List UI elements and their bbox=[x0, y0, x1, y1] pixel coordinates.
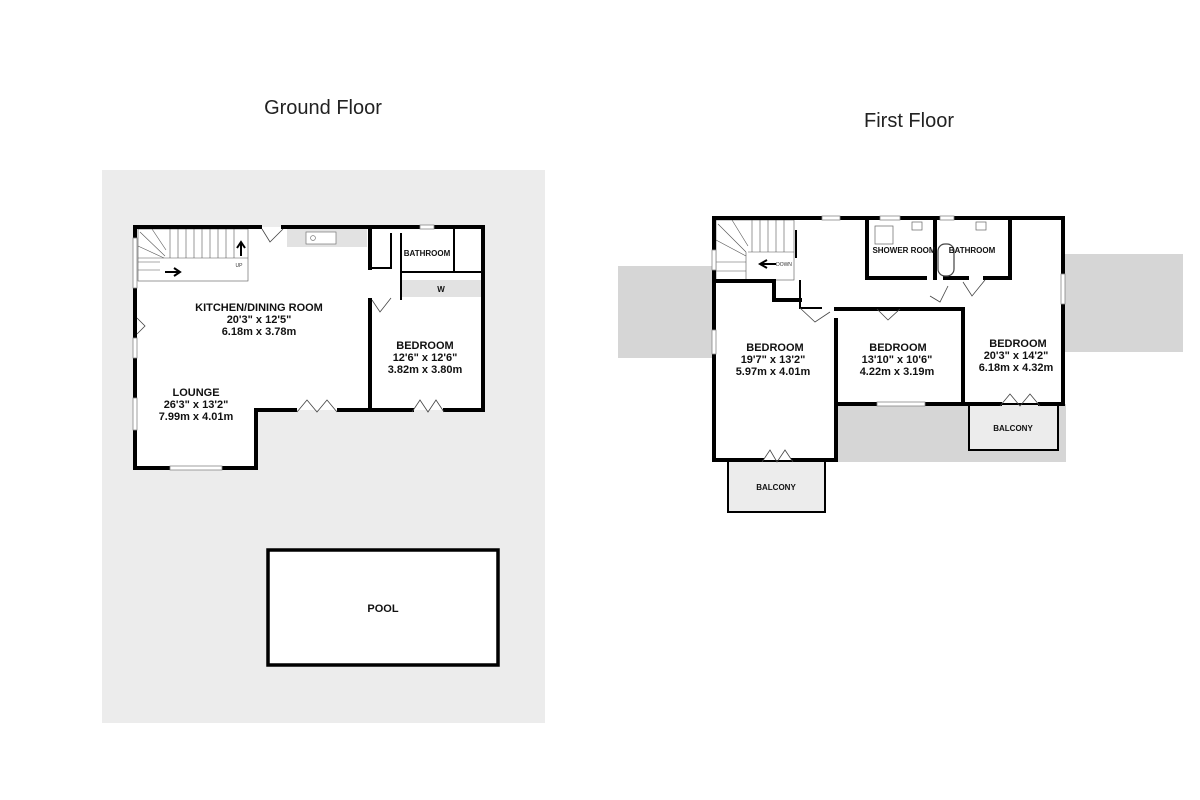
ground-door-north bbox=[261, 228, 284, 243]
bedroom-french-doors bbox=[411, 399, 445, 413]
ground-bedroom-label: BEDROOM bbox=[396, 340, 453, 352]
first-bedroom-middle-label: BEDROOM bbox=[869, 342, 926, 354]
ground-floor: Ground Floor W bbox=[102, 97, 545, 723]
shower-wc-icon bbox=[911, 221, 923, 231]
shower-room-window bbox=[879, 215, 901, 221]
first-bedroom-right-metric: 6.18m x 4.32m bbox=[979, 362, 1054, 374]
first-bedroom-right-door bbox=[962, 279, 986, 297]
kitchen-sink-icon bbox=[305, 231, 337, 245]
first-bedroom-middle-imperial: 13'10" x 10'6" bbox=[862, 354, 933, 366]
pool-label: POOL bbox=[367, 603, 398, 615]
first-floor: First Floor BALCONY BALCONY bbox=[618, 110, 1183, 513]
ground-bathroom-label: BATHROOM bbox=[404, 249, 451, 258]
ground-door-west bbox=[136, 317, 146, 335]
first-window-west-1 bbox=[711, 249, 717, 271]
sink-drain-icon bbox=[310, 235, 316, 241]
wardrobe bbox=[401, 280, 481, 297]
shower-room-label: SHOWER ROOM bbox=[872, 246, 935, 255]
first-bathroom-door bbox=[929, 285, 949, 303]
bathroom-window bbox=[419, 224, 435, 230]
first-bedroom-left-imperial: 19'7" x 13'2" bbox=[741, 354, 806, 366]
ground-walls bbox=[133, 225, 485, 470]
first-window-north-1 bbox=[821, 215, 841, 221]
kitchen-label: KITCHEN/DINING ROOM bbox=[195, 302, 323, 314]
kitchen-metric: 6.18m x 3.78m bbox=[222, 326, 297, 338]
ground-window-west-1 bbox=[132, 237, 138, 289]
ground-floor-title: Ground Floor bbox=[264, 97, 382, 119]
kitchen-french-doors bbox=[296, 399, 338, 413]
first-bedroom-right-label: BEDROOM bbox=[989, 338, 1046, 350]
ground-window-south bbox=[169, 465, 223, 471]
shower-tray-icon bbox=[874, 225, 894, 245]
balcony-left-doors bbox=[761, 449, 794, 463]
balcony-right-doors bbox=[999, 393, 1041, 407]
bathtub-icon bbox=[937, 243, 955, 277]
first-window-west-2 bbox=[711, 329, 717, 355]
ground-window-west-3 bbox=[132, 397, 138, 431]
wardrobe-label: W bbox=[437, 285, 445, 294]
first-walls bbox=[712, 216, 1065, 462]
first-bedroom-right-imperial: 20'3" x 14'2" bbox=[984, 350, 1049, 362]
first-window-east bbox=[1060, 273, 1066, 305]
bedroom-door bbox=[371, 297, 392, 313]
first-interior bbox=[714, 218, 1063, 460]
ground-stairs bbox=[137, 228, 249, 282]
lounge-metric: 7.99m x 4.01m bbox=[159, 411, 234, 423]
first-roof-east bbox=[1064, 254, 1183, 352]
ground-window-west-2 bbox=[132, 337, 138, 359]
ground-bedroom-imperial: 12'6" x 12'6" bbox=[393, 352, 458, 364]
first-floor-title: First Floor bbox=[864, 110, 954, 132]
balcony-left bbox=[727, 460, 826, 513]
ground-stairs-label: UP bbox=[236, 263, 244, 269]
pool bbox=[266, 548, 500, 667]
bathroom-wc-icon bbox=[975, 221, 987, 231]
bathroom-window-first bbox=[939, 215, 955, 221]
first-bedroom-middle-metric: 4.22m x 3.19m bbox=[860, 366, 935, 378]
first-window-south bbox=[876, 401, 926, 407]
ground-interior bbox=[135, 227, 483, 468]
first-bathroom-label: BATHROOM bbox=[949, 246, 996, 255]
first-roof-west bbox=[618, 266, 714, 358]
kitchen-imperial: 20'3" x 12'5" bbox=[227, 314, 292, 326]
lounge-label: LOUNGE bbox=[172, 387, 219, 399]
balcony-right bbox=[968, 403, 1059, 451]
first-bedroom-left-label: BEDROOM bbox=[746, 342, 803, 354]
first-stairs-label: DOWN bbox=[776, 262, 792, 268]
ground-bedroom-metric: 3.82m x 3.80m bbox=[388, 364, 463, 376]
first-stairs bbox=[715, 219, 795, 281]
balcony-left-label: BALCONY bbox=[756, 483, 796, 492]
balcony-right-label: BALCONY bbox=[993, 424, 1033, 433]
first-bedroom-left-door bbox=[799, 307, 831, 323]
lounge-imperial: 26'3" x 13'2" bbox=[164, 399, 229, 411]
first-bedroom-middle-door bbox=[876, 308, 901, 321]
first-bedroom-left-metric: 5.97m x 4.01m bbox=[736, 366, 811, 378]
